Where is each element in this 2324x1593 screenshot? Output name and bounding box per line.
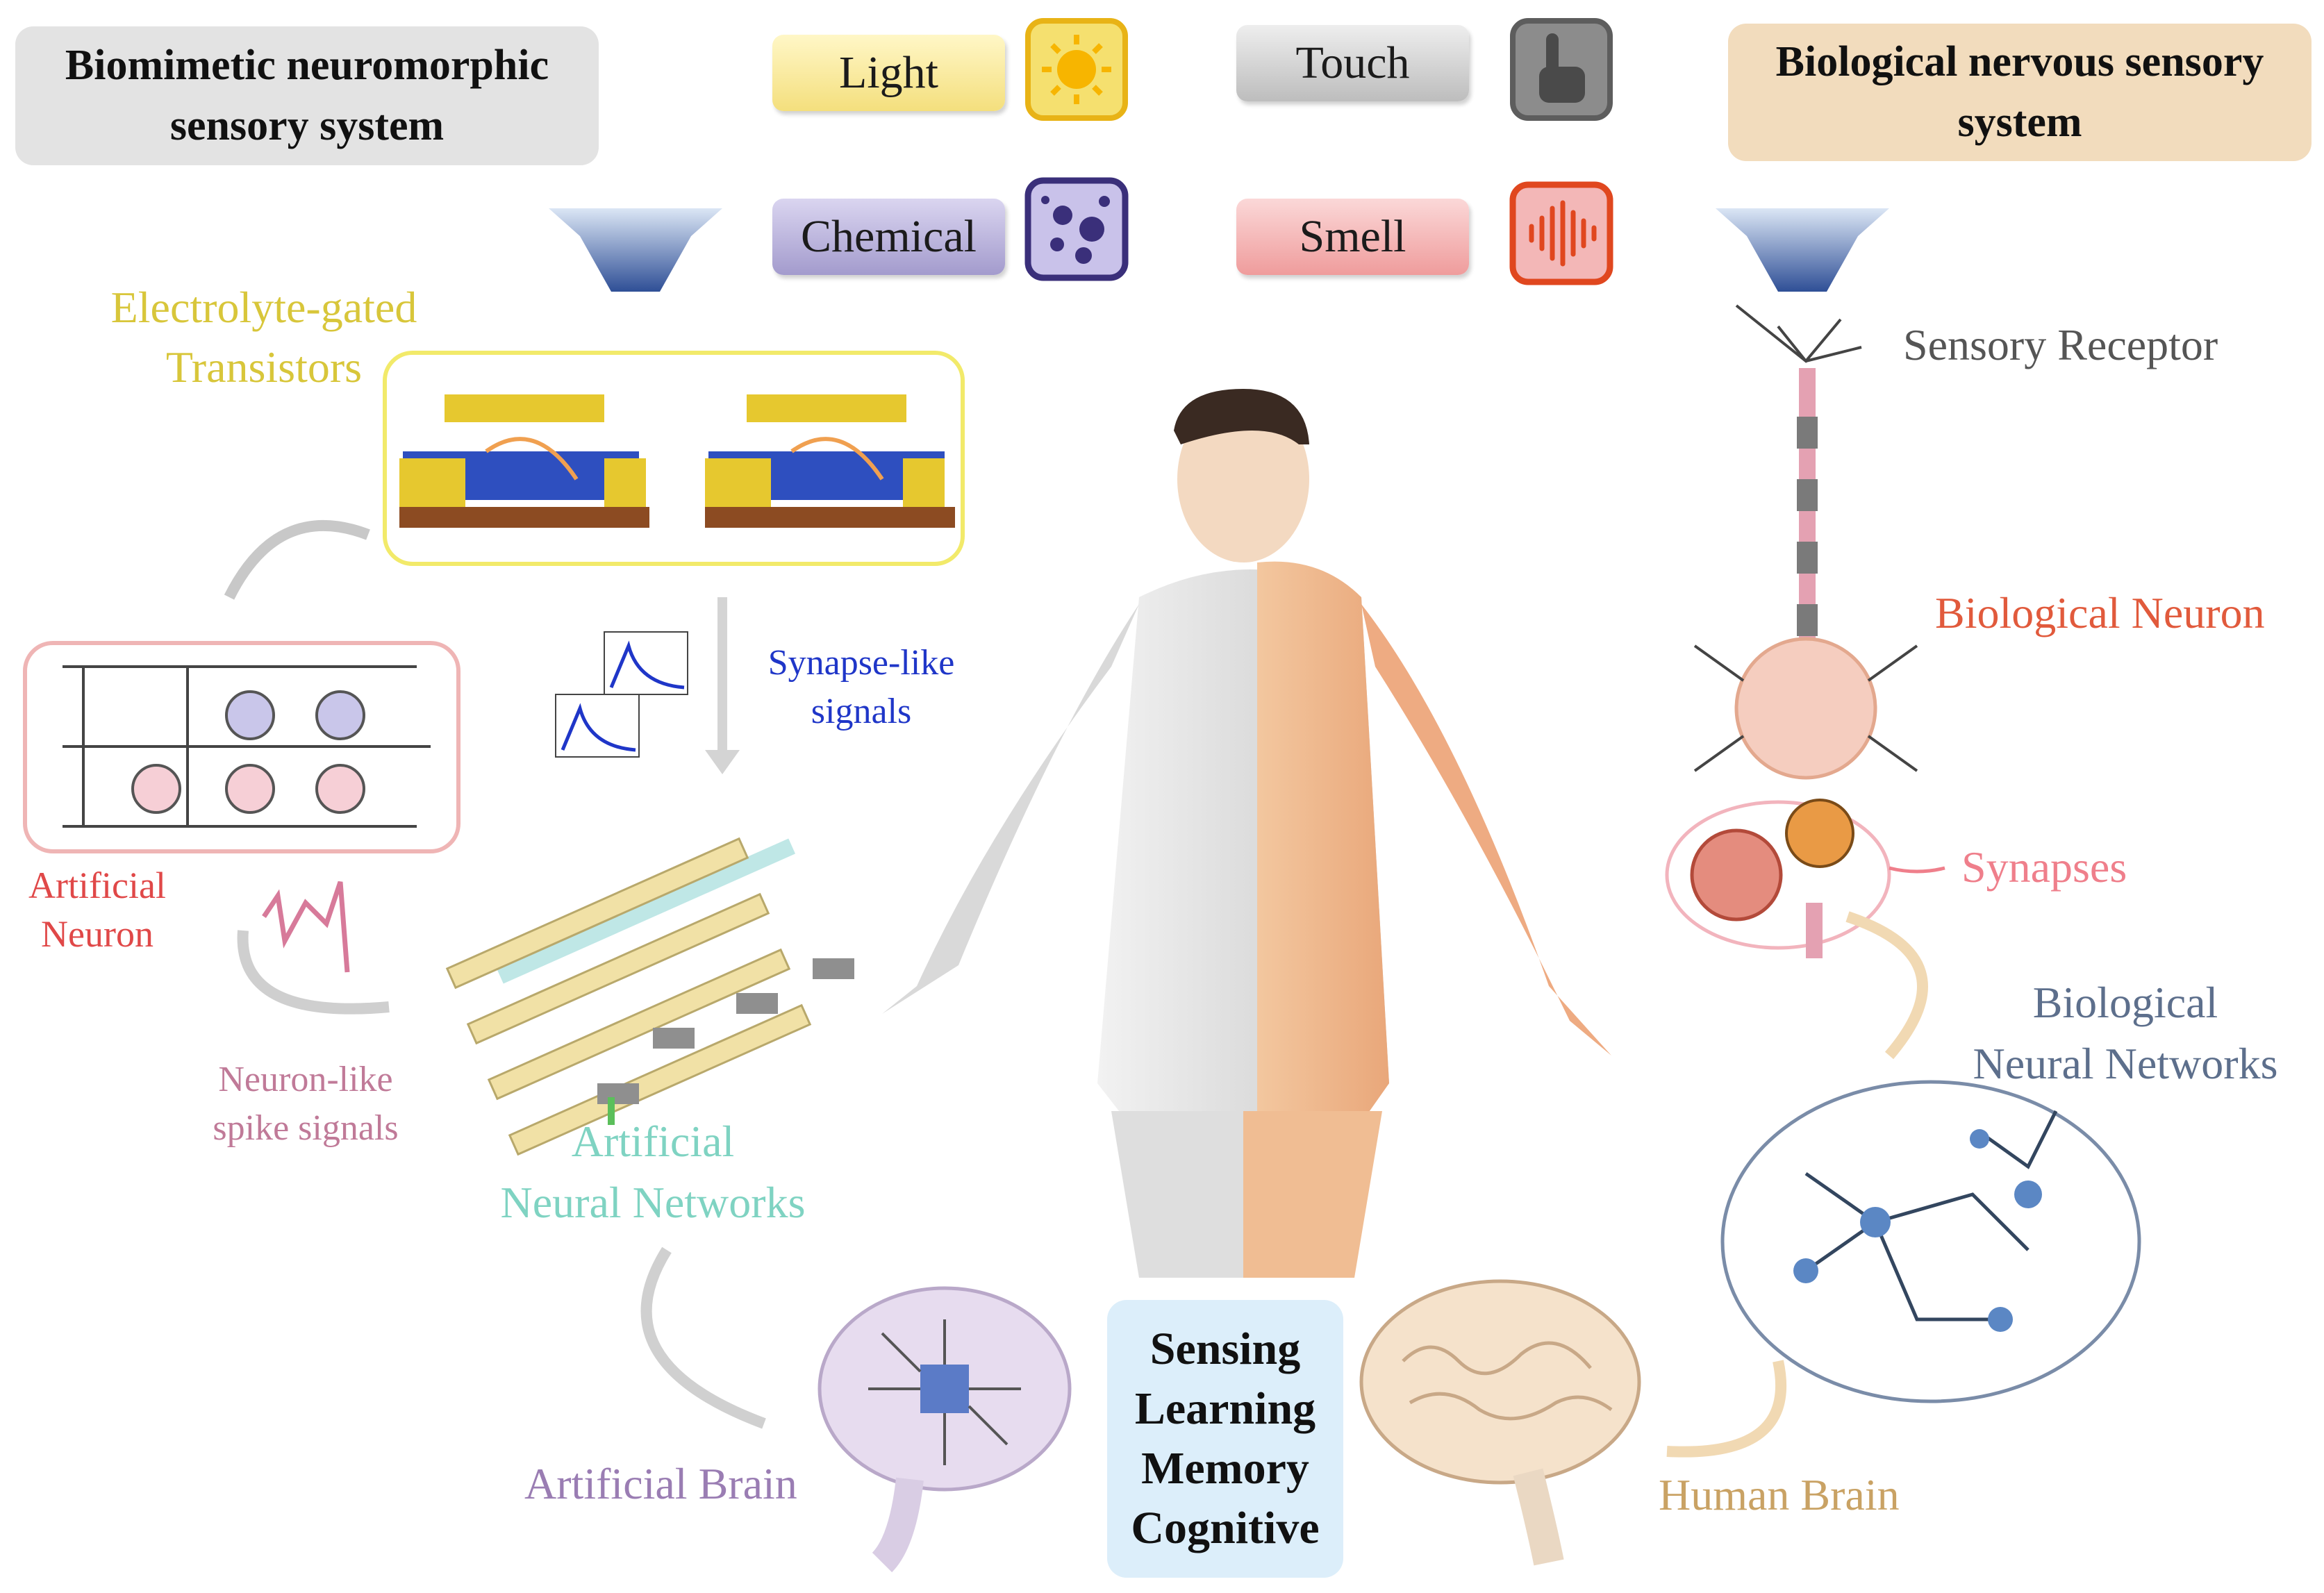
human-figure-icon (882, 389, 1611, 1278)
curved-arrow-icon (1845, 911, 1928, 1060)
function-cognitive: Cognitive (1131, 1503, 1320, 1553)
cognitive-functions-box: Sensing Learning Memory Cognitive (1107, 1300, 1343, 1578)
human-brain-icon (1359, 1279, 1641, 1566)
label-artificial-neuron: Artificial Neuron (28, 865, 166, 955)
circuit-schematic-icon (63, 665, 431, 828)
biological-neuron-icon (1665, 304, 1945, 958)
stimulus-smell: Smell (1236, 199, 1469, 275)
funnel-arrow-right-icon (1716, 208, 1889, 292)
header-biomimetic-text: Biomimetic neuromorphic sensory system (65, 42, 549, 149)
sun-icon (1025, 18, 1128, 121)
label-synapses: Synapses (1961, 842, 2127, 892)
function-memory: Memory (1141, 1443, 1309, 1494)
crossbar-array-icon (445, 837, 854, 1156)
curved-arrow-icon (224, 519, 370, 600)
label-synapse-like: Synapse-like signals (767, 643, 955, 731)
sound-wave-icon (1509, 181, 1613, 285)
label-electrolyte-gated: Electrolyte-gated Transistors (110, 283, 417, 392)
touch-hand-icon (1510, 18, 1613, 121)
header-biological: Biological nervous sensory system (1728, 24, 2311, 161)
transistor-device-icon (705, 394, 955, 528)
curved-arrow-icon (1666, 1360, 1786, 1458)
particles-icon (1024, 177, 1129, 281)
label-artificial-networks: Artificial Neural Networks (500, 1117, 806, 1227)
label-neuron-like-spikes: Neuron-like spike signals (213, 1060, 399, 1148)
stimulus-touch: Touch (1236, 25, 1469, 101)
synapse-signal-plot-icon (555, 631, 688, 758)
label-biological-networks: Biological Neural Networks (1973, 978, 2278, 1088)
label-sensory-receptor: Sensory Receptor (1903, 320, 2218, 369)
biological-network-icon (1720, 1080, 2141, 1403)
funnel-arrow-left-icon (549, 208, 722, 292)
transistor-symbol-icon (131, 690, 365, 814)
function-sensing: Sensing (1149, 1324, 1301, 1374)
header-biological-text: Biological nervous sensory system (1775, 38, 2264, 146)
label-human-brain: Human Brain (1659, 1470, 1900, 1519)
label-biological-neuron: Biological Neuron (1935, 588, 2265, 637)
stimulus-chemical: Chemical (772, 199, 1005, 275)
curved-arrow-icon (237, 930, 390, 1015)
transistor-device-icon (399, 394, 649, 528)
stimulus-light: Light (772, 35, 1005, 111)
function-learning: Learning (1134, 1383, 1316, 1434)
artificial-brain-icon (817, 1286, 1072, 1573)
spike-signal-icon (262, 881, 350, 973)
header-biomimetic: Biomimetic neuromorphic sensory system (15, 26, 599, 165)
label-artificial-brain: Artificial Brain (524, 1459, 797, 1508)
curved-arrow-icon (640, 1246, 766, 1429)
